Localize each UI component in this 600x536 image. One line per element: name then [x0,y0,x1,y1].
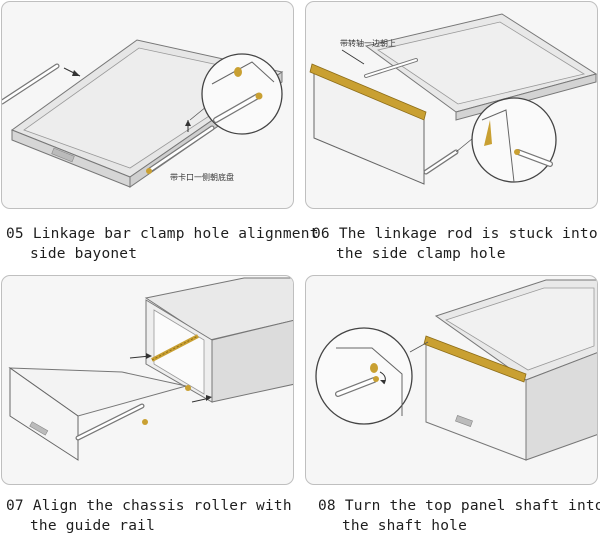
step-text-line2: the side clamp hole [336,246,506,262]
step-08-caption: 08 Turn the top panel shaft into the sha… [318,496,600,536]
front-panel [313,69,425,185]
step-07-caption: 07 Align the chassis roller with the gui… [6,496,292,536]
step-number: 08 [318,498,336,514]
step-07-illustration [1,275,294,485]
step-text-line2: the shaft hole [342,518,468,534]
step-06-illustration: 带转轴一边朝上 [305,1,598,209]
step-05-illustration: 带卡口一侧朝底盘 [1,1,294,209]
step-text-line1: Turn the top panel shaft into [344,498,600,514]
drawer-front [9,367,79,461]
callout-06: 带转轴一边朝上 [340,38,396,48]
step-06-caption: 06 The linkage rod is stuck into the sid… [312,224,598,264]
zoom-detail-08 [315,327,413,425]
step-text-line1: Linkage bar clamp hole alignment [32,226,319,242]
gold-shaft-edge [309,63,427,121]
step-number: 06 [312,226,330,242]
step-text-line1: Align the chassis roller with [32,498,292,514]
callout-05: 带卡口一侧朝底盘 [170,172,234,182]
step-08-illustration [305,275,598,485]
step-number: 05 [6,226,24,242]
step-number: 07 [6,498,24,514]
step-text-line1: The linkage rod is stuck into [338,226,598,242]
step-05-caption: 05 Linkage bar clamp hole alignment side… [6,224,319,264]
step-text-line2: the guide rail [30,518,156,534]
step-text-line2: side bayonet [30,246,138,262]
zoom-detail-06 [471,97,557,183]
gold-top-shaft [423,335,527,383]
